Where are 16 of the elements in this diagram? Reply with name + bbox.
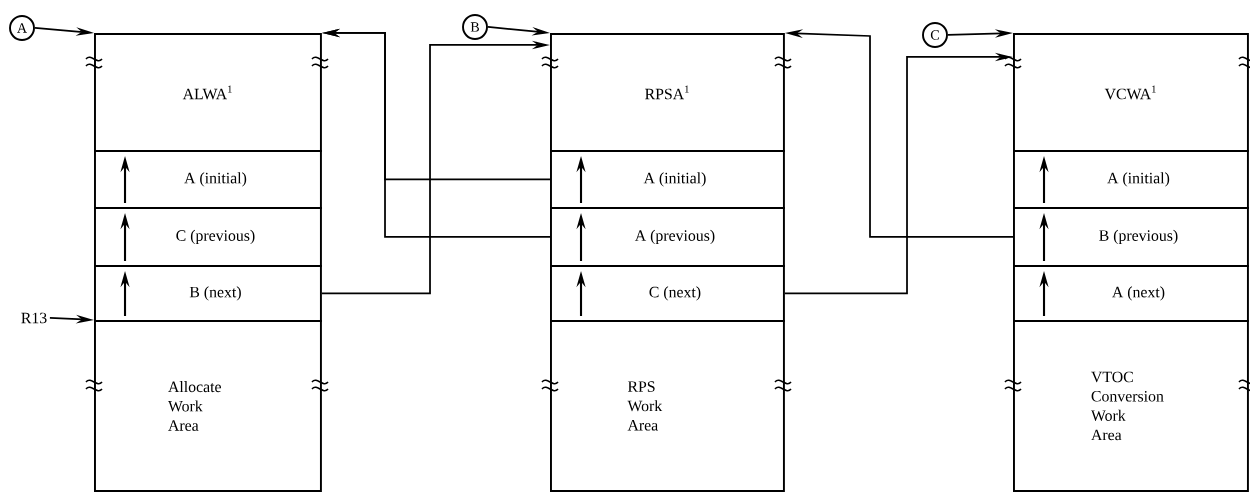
pointer-field-box: A (previous): [550, 207, 785, 267]
header-box: ALWA$^{1}$: [94, 33, 322, 152]
pointer-field-box: B (previous): [1013, 207, 1249, 267]
work-area-box: RPS Work Area: [550, 320, 785, 492]
register-label: R13: [21, 312, 47, 324]
pointer-field-box: A (initial): [94, 150, 322, 209]
pointer-field-box: A (next): [1013, 265, 1249, 322]
pointer-field-box: A (initial): [1013, 150, 1249, 209]
pointer-field-box: B (next): [94, 265, 322, 322]
work-area-box: Allocate Work Area: [94, 320, 322, 492]
header-box: VCWA$^{1}$: [1013, 33, 1249, 152]
work-area-box: VTOC Conversion Work Area: [1013, 320, 1249, 492]
header-box: RPSA$^{1}$: [550, 33, 785, 152]
pointer-field-box: C (next): [550, 265, 785, 322]
pointer-field-box: A (initial): [550, 150, 785, 209]
pointer-field-box: C (previous): [94, 207, 322, 267]
